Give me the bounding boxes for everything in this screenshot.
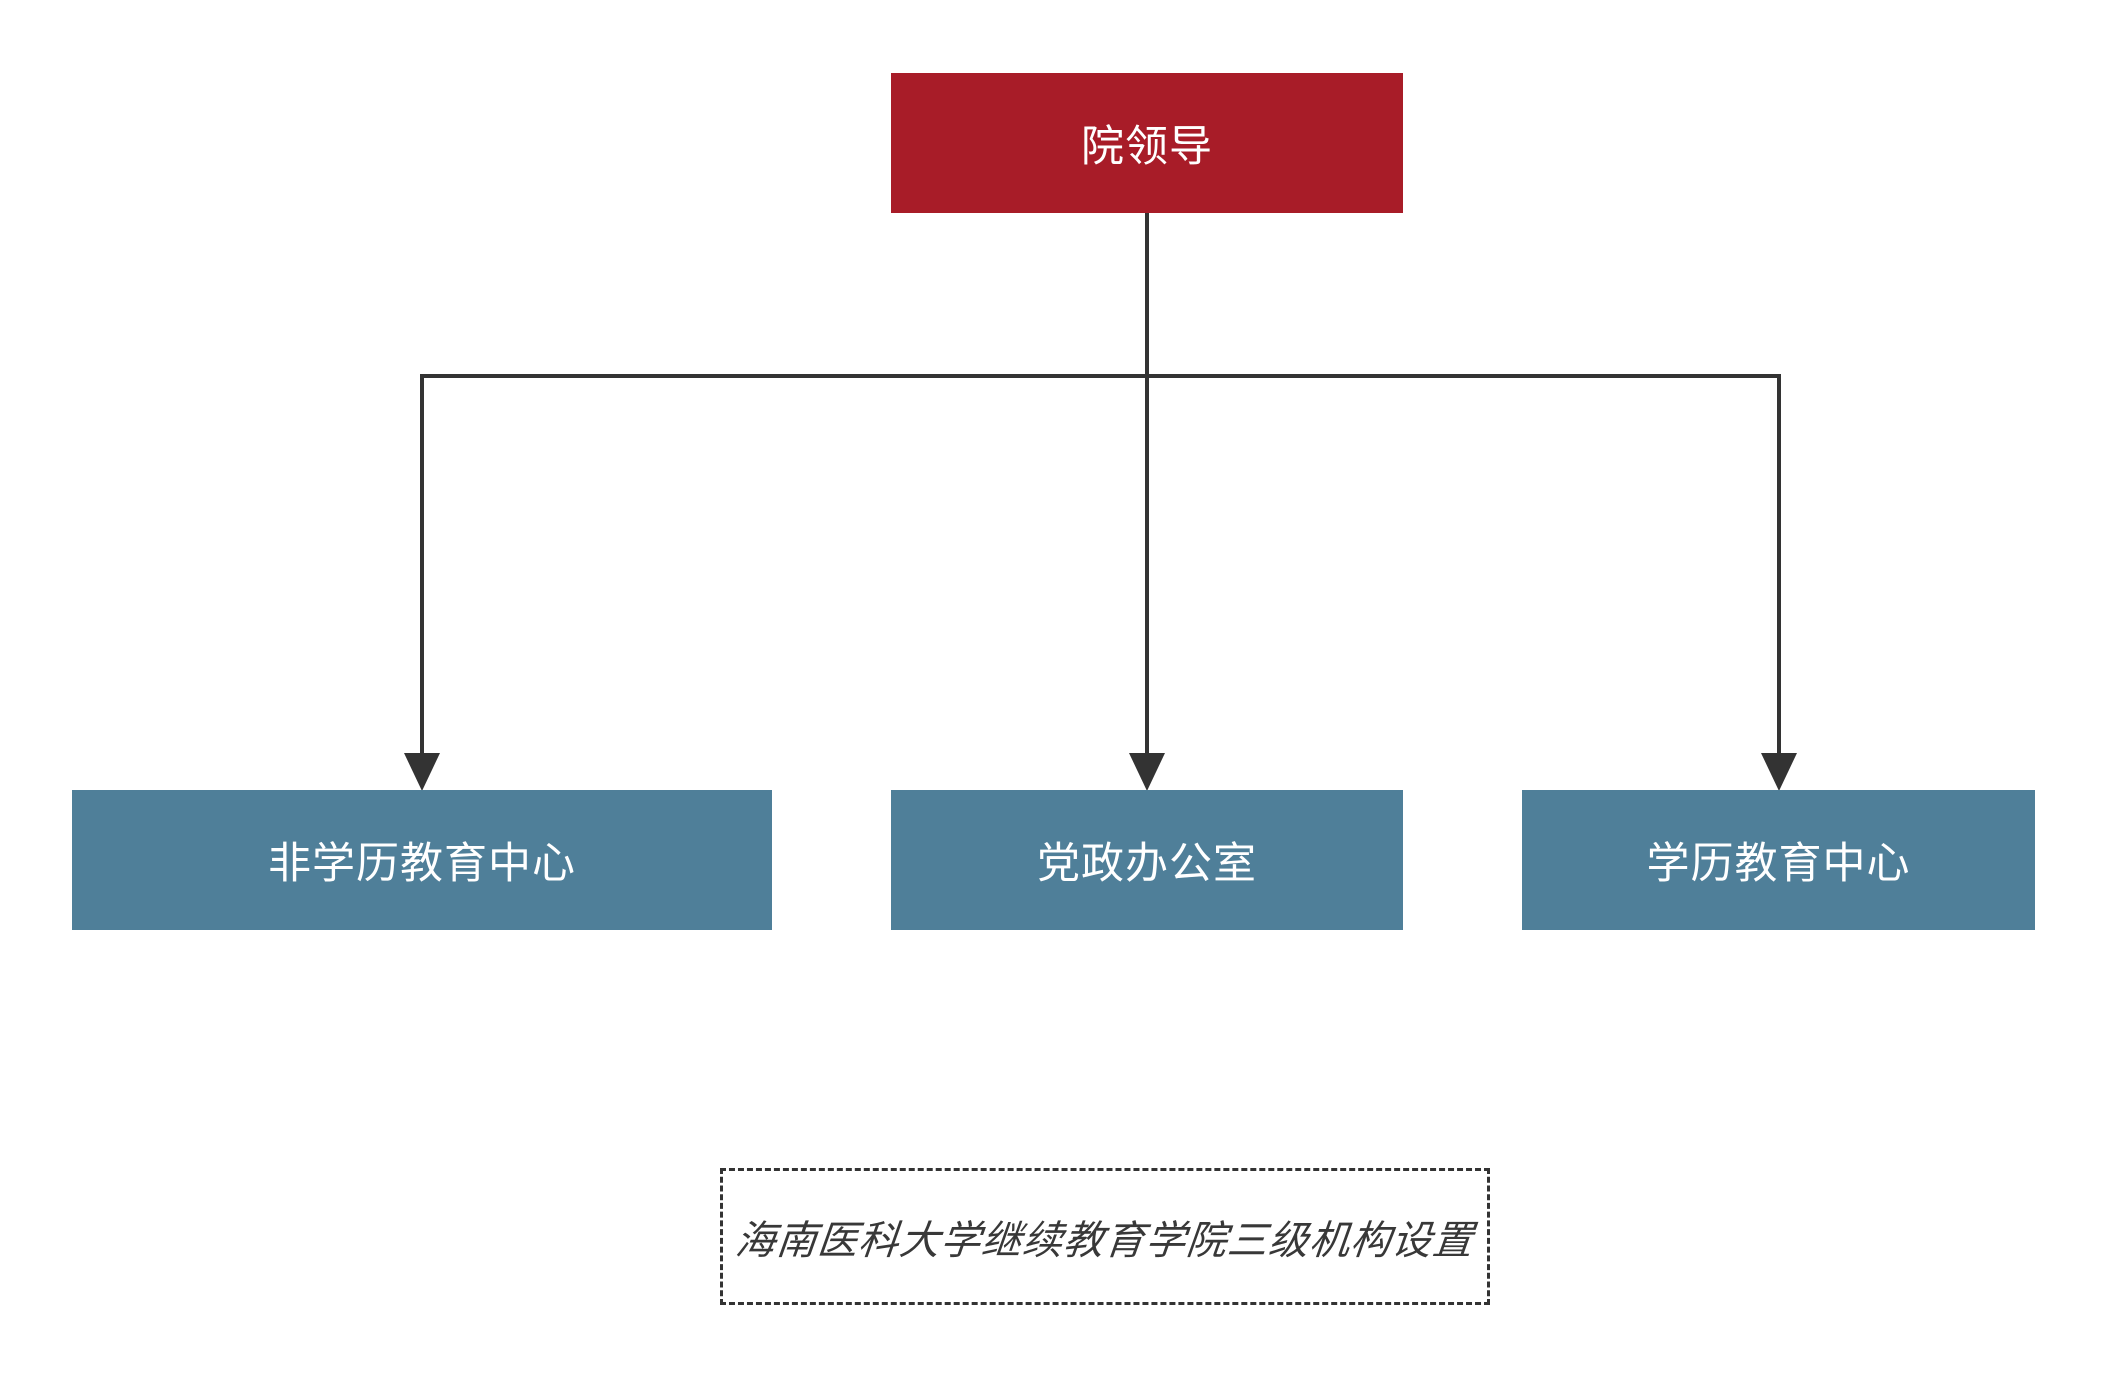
- diagram-caption-text: 海南医科大学继续教育学院三级机构设置: [733, 1218, 1476, 1263]
- diagram-caption-box: 海南医科大学继续教育学院三级机构设置: [720, 1168, 1490, 1305]
- arrowhead-left-icon: [404, 753, 440, 791]
- org-node-label: 党政办公室: [1037, 840, 1257, 888]
- org-node-root: 院领导: [891, 73, 1403, 213]
- org-node-degree-education-center: 学历教育中心: [1522, 790, 2035, 930]
- org-node-party-admin-office: 党政办公室: [891, 790, 1403, 930]
- org-node-non-degree-education-center: 非学历教育中心: [72, 790, 772, 930]
- org-node-root-label: 院领导: [1081, 123, 1213, 171]
- org-node-label: 非学历教育中心: [268, 840, 576, 888]
- arrowhead-right-icon: [1761, 753, 1797, 791]
- arrowhead-middle-icon: [1129, 753, 1165, 791]
- org-node-label: 学历教育中心: [1646, 840, 1911, 888]
